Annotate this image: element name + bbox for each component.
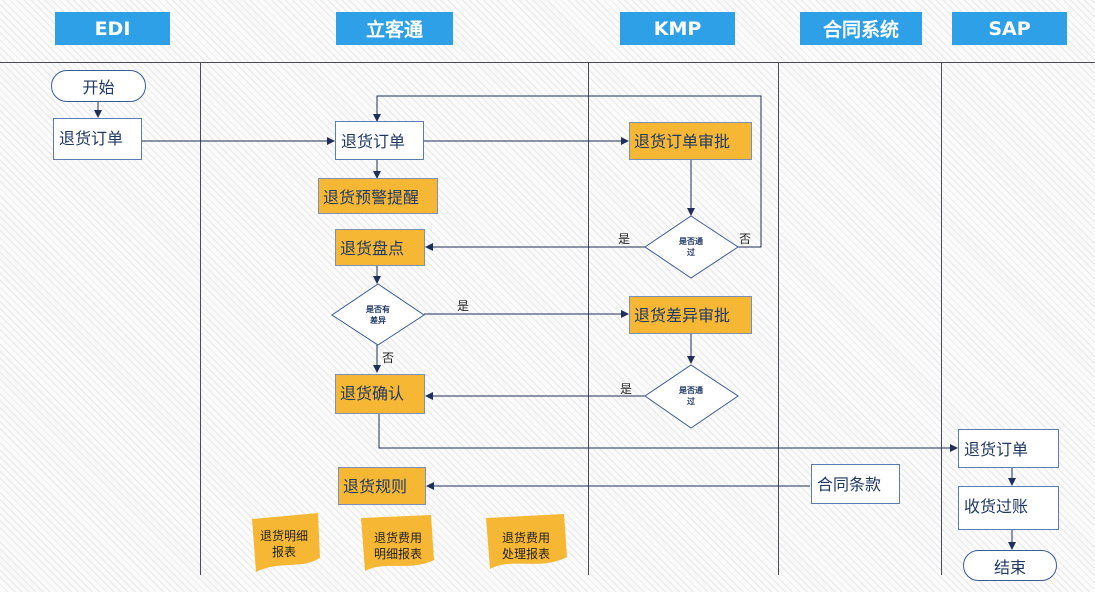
sap-receipt-posting: 收货过账	[958, 486, 1059, 530]
lkt-return-order: 退货订单	[335, 121, 424, 160]
lane-header-likeTong: 立客通	[336, 12, 453, 45]
lane-header-kmp: KMP	[620, 12, 735, 45]
lkt-return-warning: 退货预警提醒	[318, 178, 438, 214]
report-doc-shape-2	[361, 515, 434, 571]
report-doc-1-line2: 报表	[271, 545, 296, 559]
edge-pass1-no-loop	[373, 95, 762, 248]
edge-label-diff-no: 否	[382, 351, 395, 365]
sap-return-order: 退货订单	[958, 429, 1059, 468]
edge-label-pass1-yes: 是	[618, 232, 631, 246]
lane-divider-4	[941, 63, 942, 575]
edge-label-pass1-no: 否	[739, 232, 752, 246]
report-doc-2-line2: 明细报表	[373, 547, 422, 561]
decision-pass1-label: 是否通过	[679, 237, 703, 257]
report-doc-shape-1	[252, 513, 320, 572]
lane-divider-3	[778, 63, 779, 575]
report-doc-2-line1: 退货费用	[373, 531, 422, 545]
report-doc-shape-3	[486, 514, 567, 569]
decision-diff-label: 是否有差异	[366, 305, 390, 325]
decision-diamond-diff	[331, 283, 425, 346]
lane-header-contract-system: 合同系统	[800, 12, 922, 45]
lkt-return-rules: 退货规则	[338, 467, 426, 505]
kmp-diff-approval: 退货差异审批	[629, 296, 752, 334]
lane-divider-2	[588, 63, 589, 575]
report-doc-3-line1: 退货费用	[501, 531, 550, 545]
lane-header-sap: SAP	[952, 12, 1067, 45]
lkt-return-confirm: 退货确认	[335, 374, 425, 414]
contract-terms: 合同条款	[811, 464, 900, 504]
edi-return-order: 退货订单	[53, 118, 142, 160]
edge-confirm-to-sap-order	[378, 414, 958, 452]
lane-header-edi: EDI	[55, 12, 170, 45]
edge-label-diff-yes: 是	[457, 299, 470, 313]
kmp-order-approval: 退货订单审批	[629, 122, 752, 160]
header-separator	[0, 62, 1095, 63]
edge-label-pass2-yes: 是	[620, 382, 633, 396]
end-terminal: 结束	[963, 550, 1057, 581]
start-terminal: 开始	[51, 70, 146, 102]
decision-pass2-label: 是否通过	[679, 386, 703, 406]
decision-diamond-pass2	[644, 364, 739, 429]
decision-diamond-pass1	[644, 215, 739, 279]
report-doc-1-line1: 退货明细	[259, 529, 308, 543]
lkt-return-stocktake: 退货盘点	[335, 229, 425, 266]
report-doc-3-line2: 处理报表	[501, 547, 550, 561]
lane-divider-1	[200, 63, 201, 575]
